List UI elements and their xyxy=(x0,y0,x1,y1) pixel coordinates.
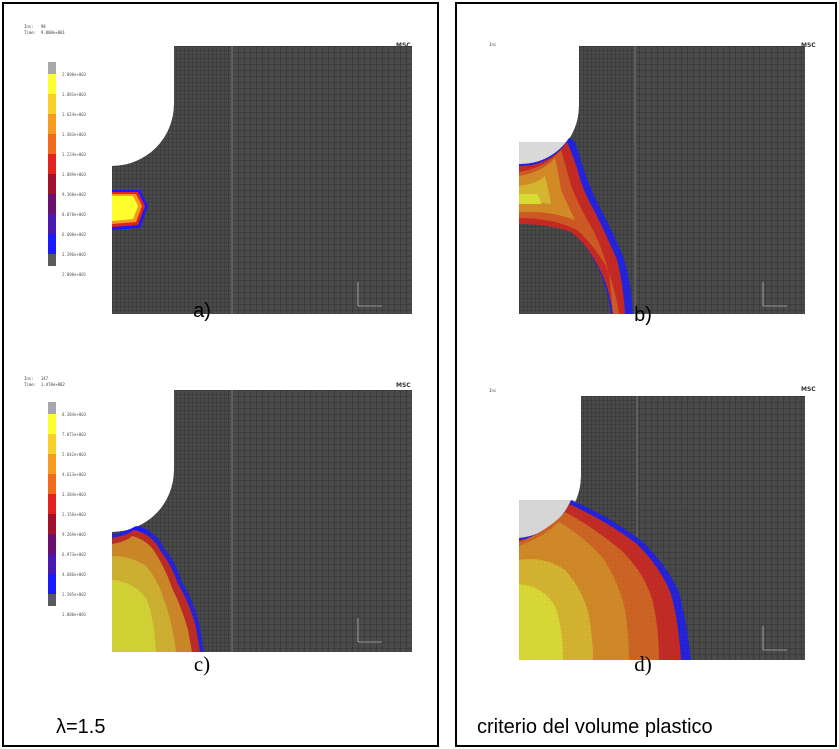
caption-b: b) xyxy=(634,304,652,326)
legend-value: 8.304e+003 xyxy=(62,412,87,417)
panel-c-header: Inc: 147 Time: 1.470e+002 xyxy=(24,376,65,387)
caption-a: a) xyxy=(193,300,211,322)
legend-value: 2.395e+002 xyxy=(62,592,87,597)
legend-value: 1.089e+003 xyxy=(62,172,87,177)
left-frame: Inc: 98 Time: 9.800e+001 MSC 2.000e+003 … xyxy=(2,2,439,747)
legend-value: 6.600e+002 xyxy=(62,232,87,237)
mesh-plot-a xyxy=(112,46,412,314)
legend-value: 1.224e+003 xyxy=(62,152,87,157)
legend-value: 8.078e+002 xyxy=(62,212,87,217)
right-frame: Inc MSC b) Inc MSC xyxy=(455,2,837,747)
legend-value: 4.613e+003 xyxy=(62,472,87,477)
frame-caption-left: λ=1.5 xyxy=(56,716,106,738)
legend-value: 2.156e+003 xyxy=(62,512,87,517)
msc-logo-a: MSC xyxy=(396,42,411,49)
legend-value: 3.396e+002 xyxy=(62,252,87,257)
legend-value: 2.000e+003 xyxy=(62,72,87,77)
legend-value: 1.000e+001 xyxy=(62,612,87,617)
panel-c: Inc: 147 Time: 1.470e+002 MSC 8.304e+003… xyxy=(12,370,432,690)
legend-value: 4.686e+002 xyxy=(62,572,87,577)
legend-value: 5.842e+003 xyxy=(62,452,87,457)
legend-value: 6.973e+002 xyxy=(62,552,87,557)
legend-bar-c xyxy=(48,402,56,606)
panel-b: Inc MSC b) xyxy=(463,14,831,344)
panel-d: Inc MSC d) xyxy=(463,370,831,690)
legend-bar-a xyxy=(48,62,56,266)
legend-value: 1.403e+003 xyxy=(62,132,87,137)
legend-value: 3.384e+003 xyxy=(62,492,87,497)
legend-value: 7.071e+003 xyxy=(62,432,87,437)
panel-b-header: Inc xyxy=(489,42,497,47)
legend-value: 9.269e+002 xyxy=(62,532,87,537)
msc-logo-c: MSC xyxy=(396,382,411,389)
caption-d: d) xyxy=(634,652,652,676)
msc-logo-b: MSC xyxy=(801,42,816,49)
legend-value: 9.360e+002 xyxy=(62,192,87,197)
panel-a-header: Inc: 98 Time: 9.800e+001 xyxy=(24,24,65,35)
mesh-plot-b xyxy=(519,46,805,314)
msc-logo-d: MSC xyxy=(801,386,816,393)
panel-d-header: Inc xyxy=(489,388,497,393)
panel-a: Inc: 98 Time: 9.800e+001 MSC 2.000e+003 … xyxy=(12,14,432,324)
legend-value: 1.881e+003 xyxy=(62,92,87,97)
legend-value: 1.624e+003 xyxy=(62,112,87,117)
legend-value: 2.000e+001 xyxy=(62,272,87,277)
frame-caption-right: criterio del volume plastico xyxy=(477,716,713,738)
mesh-plot-d xyxy=(519,396,805,660)
caption-c: c) xyxy=(193,652,211,676)
mesh-plot-c xyxy=(112,390,412,652)
